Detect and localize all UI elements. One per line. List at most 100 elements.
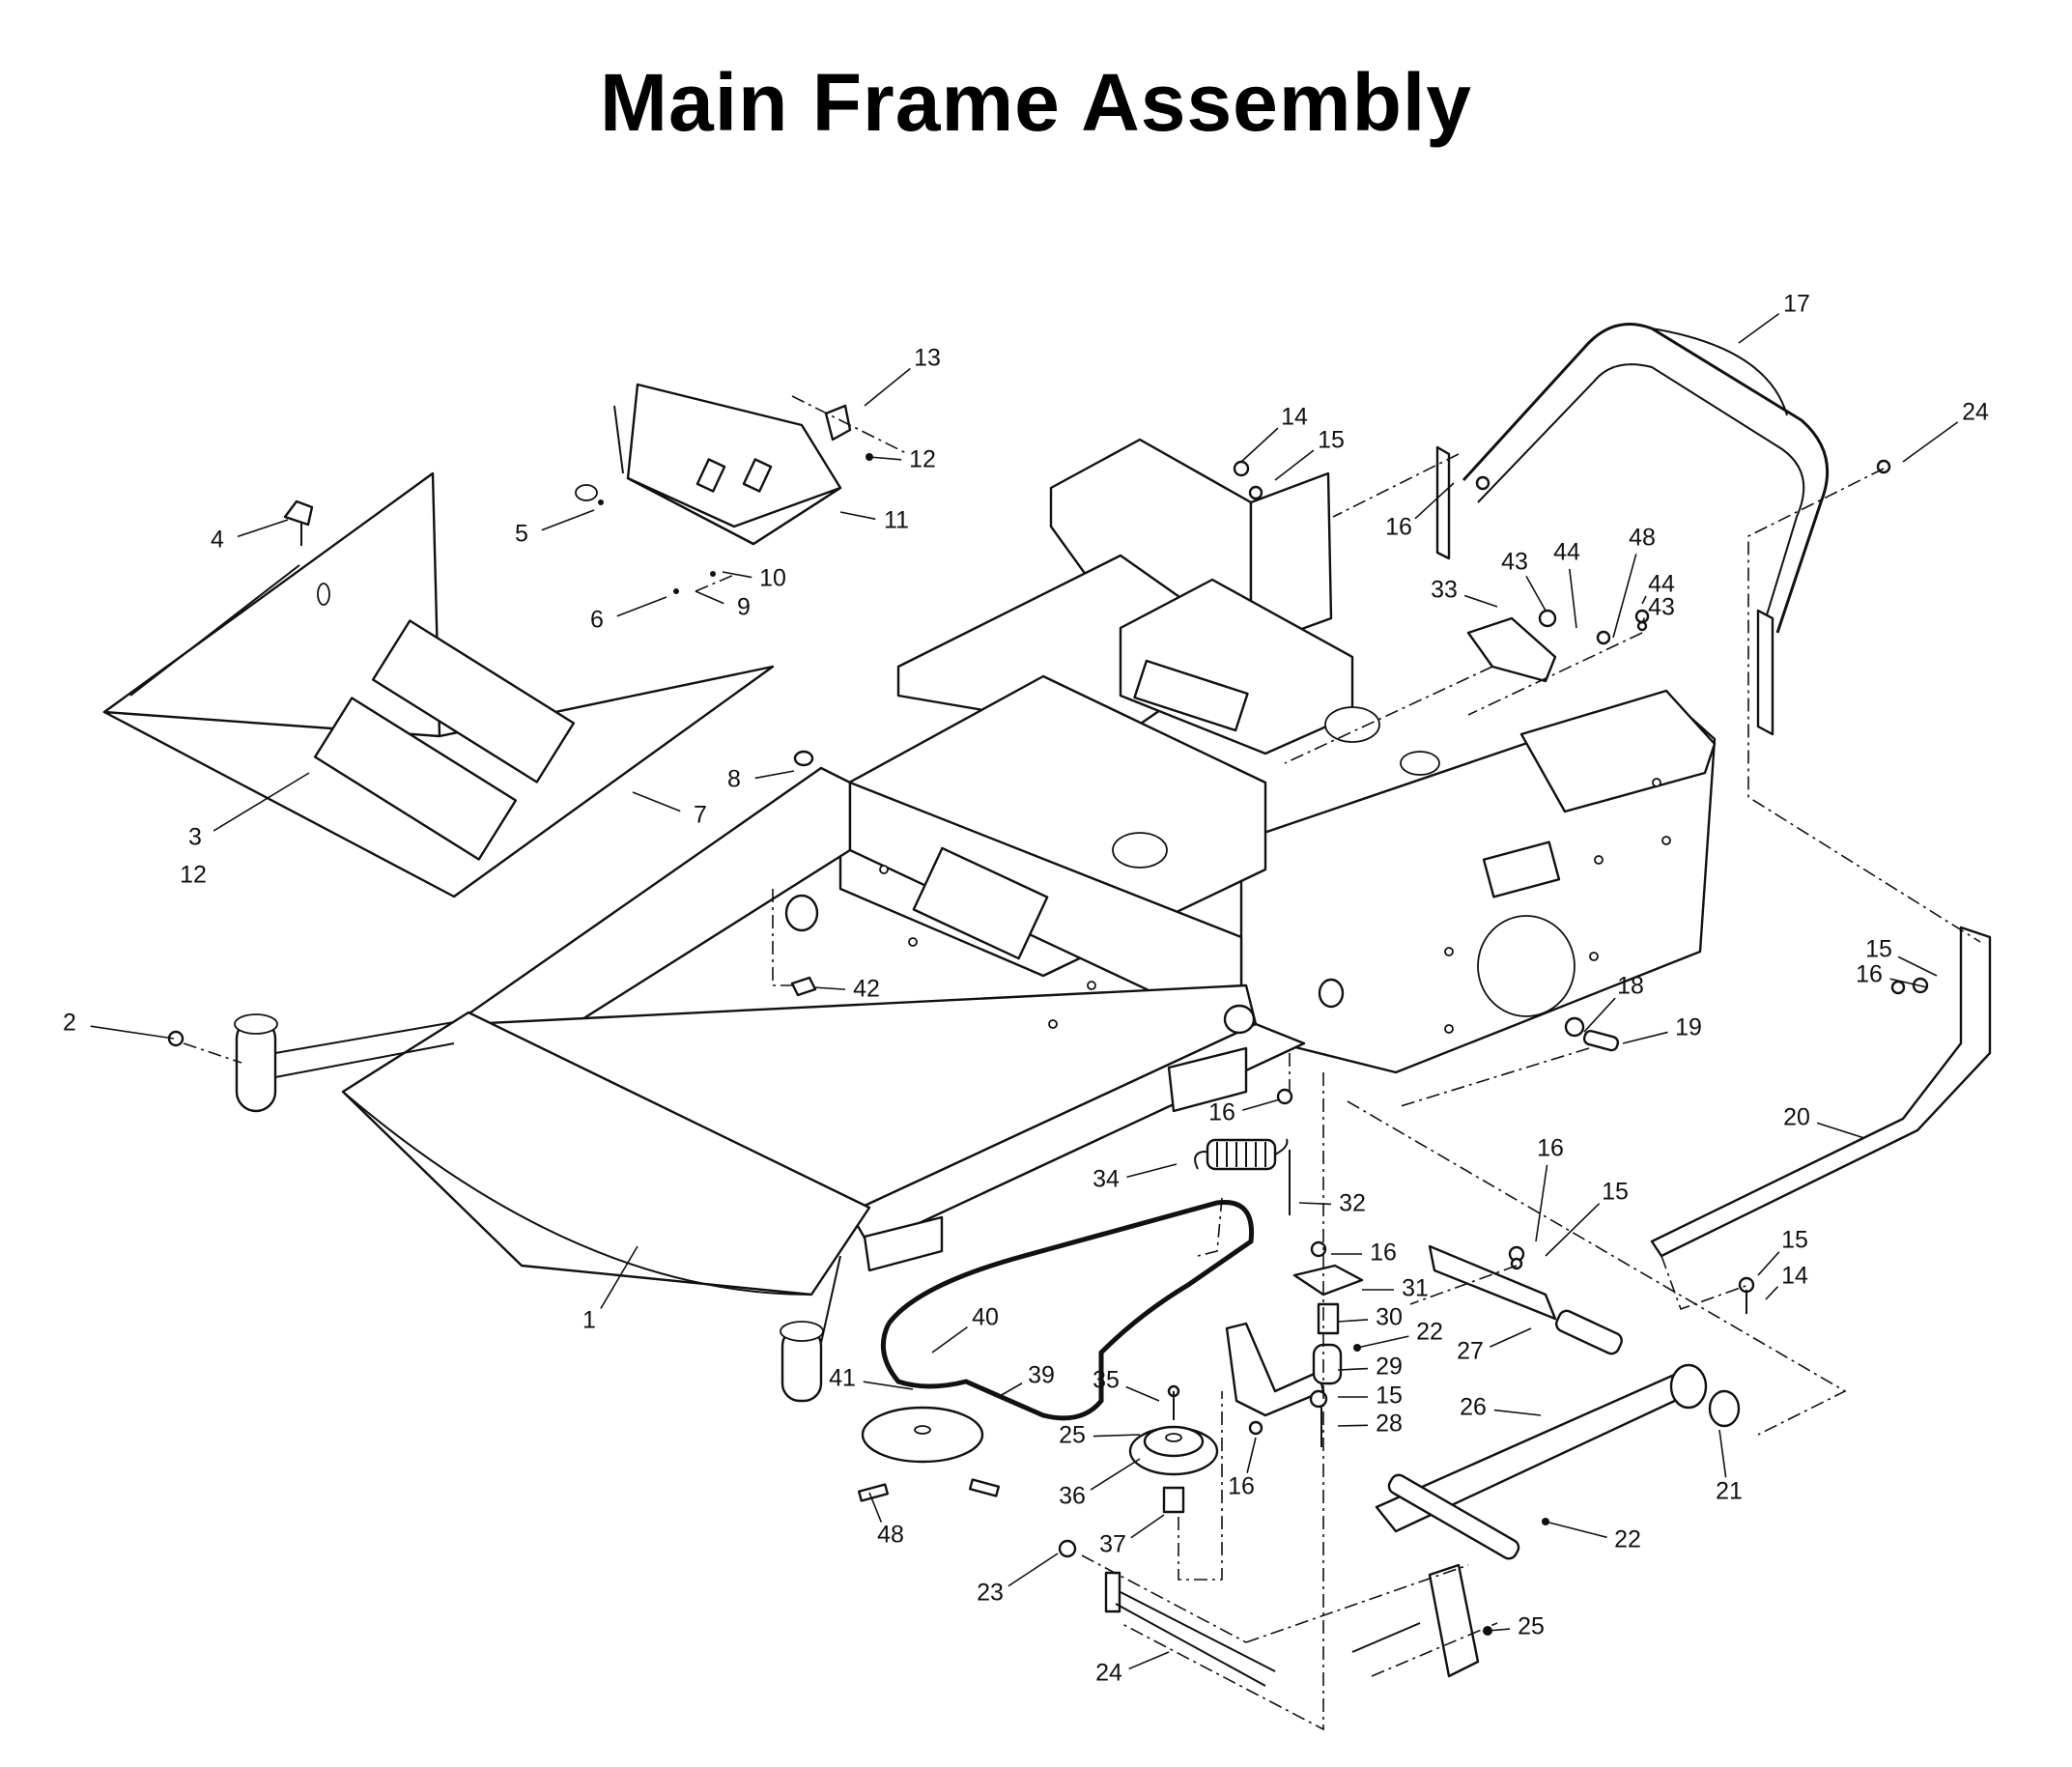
callout-label: 42 (853, 976, 880, 1003)
leader-line (1126, 1163, 1178, 1179)
leader-line (1583, 997, 1616, 1033)
leader-line (863, 1381, 914, 1390)
callout-c3b: 12 (180, 862, 207, 889)
callout-c16d: 16 (1535, 1135, 1564, 1242)
callout-c4: 4 (211, 519, 289, 554)
leader-line (1641, 595, 1647, 605)
main-frame-part (234, 438, 1717, 1403)
callout-c7: 7 (632, 791, 707, 829)
callout-c8: 8 (727, 766, 795, 793)
callout-label: 23 (977, 1580, 1004, 1607)
hardware-parts (167, 453, 1929, 1636)
callout-label: 21 (1716, 1478, 1743, 1505)
leader-line (868, 456, 902, 461)
callout-label: 25 (1059, 1422, 1086, 1449)
leader-line (1008, 1553, 1059, 1587)
callout-label: 36 (1059, 1483, 1086, 1510)
leader-line (1337, 1319, 1369, 1323)
leader-line (1274, 449, 1315, 481)
callout-label: 16 (1208, 1099, 1235, 1126)
callout-label: 3 (188, 824, 202, 851)
callout-c12: 12 (868, 446, 936, 473)
callout-label: 31 (1402, 1275, 1429, 1302)
floor-plate-part (102, 471, 775, 898)
leader-line (864, 367, 911, 407)
callout-label: 5 (515, 521, 528, 548)
callout-c22b: 22 (1545, 1521, 1641, 1553)
leader-line (632, 791, 681, 812)
callout-c41: 41 (829, 1365, 914, 1392)
pivot-shaft-part (1375, 1244, 1741, 1560)
callout-c33: 33 (1431, 577, 1498, 608)
callout-c31: 31 (1362, 1275, 1429, 1302)
leader-line (1240, 427, 1279, 463)
callout-c30: 30 (1337, 1304, 1403, 1331)
callout-c48b: 48 (868, 1492, 904, 1549)
callout-label: 37 (1099, 1531, 1126, 1558)
leader-line (1738, 313, 1780, 344)
callout-label: 29 (1376, 1354, 1403, 1381)
callout-label: 15 (1602, 1179, 1629, 1206)
callout-c10: 10 (722, 565, 786, 592)
leader-line (931, 1325, 968, 1354)
spring-part (1194, 1138, 1289, 1171)
callout-label: 4 (211, 527, 224, 554)
callout-c3: 3 (188, 772, 310, 851)
callout-c24b: 24 (1095, 1651, 1170, 1687)
callout-c16e: 16 (1331, 1240, 1397, 1267)
leader-line (1246, 1437, 1257, 1473)
leader-line (1298, 1202, 1332, 1206)
rear-bracket-part (1650, 926, 1992, 1258)
callout-c23: 23 (977, 1553, 1059, 1607)
callout-label: 12 (909, 446, 936, 473)
callout-label: 16 (1385, 514, 1412, 541)
leader-line (1545, 1521, 1607, 1539)
callout-c21: 21 (1716, 1429, 1743, 1505)
callout-label: 8 (727, 766, 741, 793)
leader-line (600, 1245, 639, 1309)
leader-line (1757, 1251, 1780, 1276)
callout-c26: 26 (1460, 1394, 1542, 1421)
callout-c9: 9 (695, 590, 751, 621)
callout-label: 18 (1617, 973, 1644, 1000)
leader-line (541, 509, 595, 531)
callout-c29: 29 (1337, 1354, 1403, 1381)
callout-label: 16 (1537, 1135, 1564, 1162)
callout-label: 33 (1431, 577, 1458, 604)
callout-label: 16 (1370, 1240, 1397, 1267)
leader-line (839, 511, 876, 521)
callout-label: 1 (582, 1307, 596, 1334)
callout-c27: 27 (1457, 1327, 1532, 1365)
callout-label: 19 (1675, 1014, 1702, 1041)
callout-c5: 5 (515, 509, 595, 548)
leader-line (1463, 594, 1498, 608)
callout-c6: 6 (590, 596, 667, 634)
callout-label: 17 (1783, 291, 1810, 318)
idler-arm-part (1225, 1264, 1364, 1417)
callout-label: 22 (1614, 1526, 1641, 1553)
callout-c34: 34 (1093, 1163, 1178, 1193)
callout-c25b: 25 (1487, 1613, 1545, 1640)
callout-label: 26 (1460, 1394, 1487, 1421)
callout-label: 11 (884, 507, 909, 534)
callout-c20: 20 (1783, 1104, 1865, 1139)
leader-line (1130, 1514, 1165, 1539)
callout-label: 15 (1781, 1227, 1808, 1254)
callout-label: 22 (1416, 1319, 1443, 1346)
leader-line (1612, 554, 1637, 639)
bottom-bracket-part (1104, 1563, 1480, 1687)
callout-label: 20 (1783, 1104, 1810, 1131)
leader-line (1125, 1385, 1160, 1402)
callout-c40: 40 (931, 1304, 999, 1354)
callout-c37: 37 (1099, 1514, 1165, 1558)
callout-label: 30 (1376, 1304, 1403, 1331)
leader-line (1765, 1286, 1779, 1300)
leader-line (1622, 1031, 1668, 1044)
callout-c15a: 15 (1274, 427, 1345, 481)
callout-c15e: 15 (1757, 1227, 1808, 1276)
front-bumper-part (341, 1011, 871, 1297)
callout-c16a: 16 (1385, 482, 1455, 541)
leader-line (616, 596, 667, 617)
callout-label: 44 (1648, 571, 1675, 598)
